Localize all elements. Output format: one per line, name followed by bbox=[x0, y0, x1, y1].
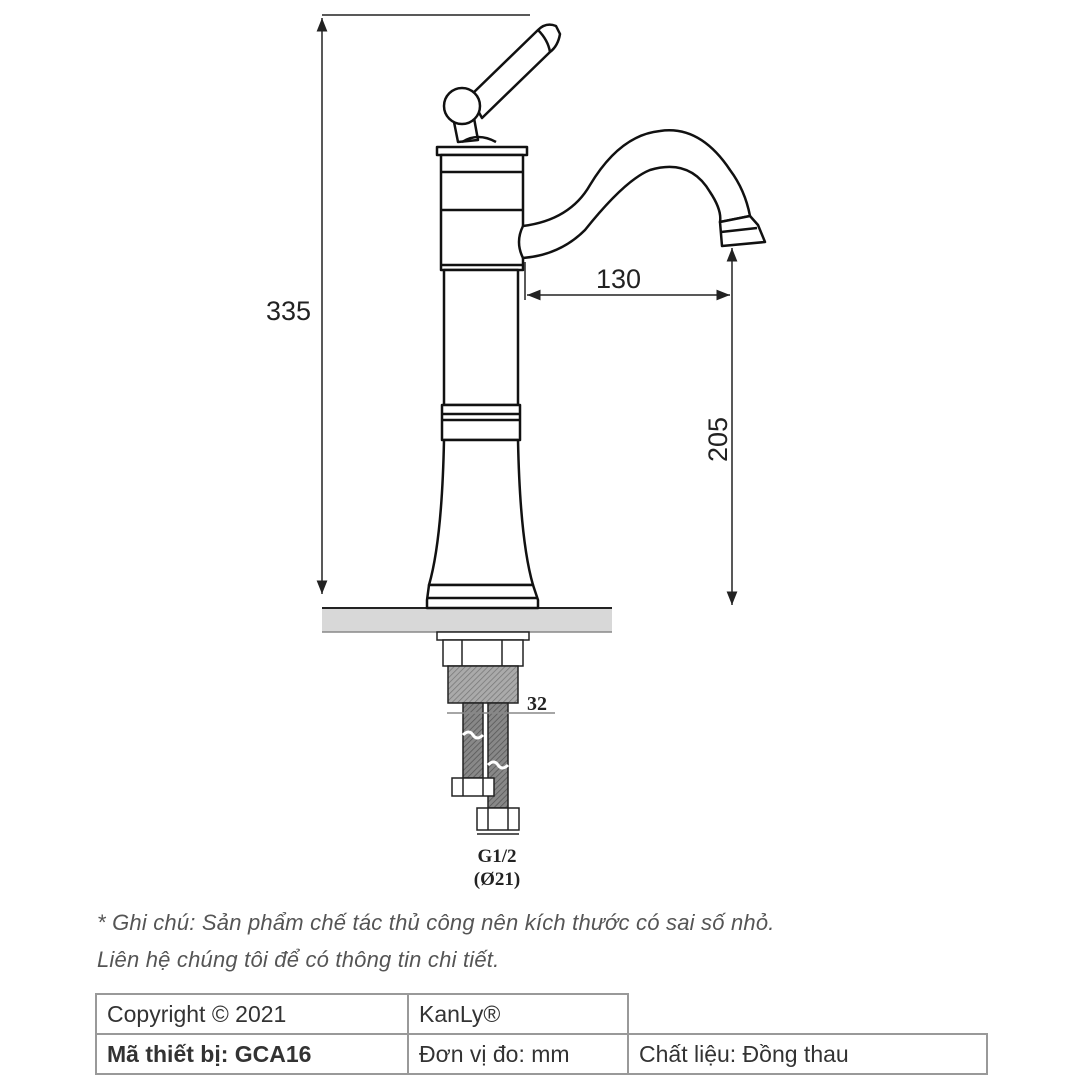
note-line-2: Liên hệ chúng tôi để có thông tin chi ti… bbox=[97, 947, 500, 972]
faucet-body bbox=[425, 23, 767, 610]
countertop bbox=[322, 607, 612, 633]
thread-size-label: G1/2 bbox=[477, 846, 516, 867]
dimension-335-label: 335 bbox=[266, 296, 311, 326]
brand-cell: KanLy® bbox=[407, 993, 629, 1035]
thread-diameter-label: (Ø21) bbox=[474, 869, 520, 890]
faucet-technical-drawing: 335 130 bbox=[266, 14, 767, 890]
dimension-32-label: 32 bbox=[527, 693, 547, 715]
copyright-cell: Copyright © 2021 bbox=[95, 993, 409, 1035]
mounting-hardware bbox=[436, 631, 555, 835]
table-row: Copyright © 2021 KanLy® bbox=[95, 993, 987, 1035]
model-cell: Mã thiết bị: GCA16 bbox=[95, 1033, 409, 1075]
info-table: Copyright © 2021 KanLy® Mã thiết bị: GCA… bbox=[95, 993, 988, 1075]
dimension-205-label: 205 bbox=[703, 417, 733, 462]
material-cell: Chất liệu: Đồng thau bbox=[627, 1033, 988, 1075]
unit-cell: Đơn vị đo: mm bbox=[407, 1033, 629, 1075]
dimension-total-height bbox=[316, 14, 530, 594]
empty-cell bbox=[627, 994, 987, 1035]
dimension-130-label: 130 bbox=[596, 264, 641, 294]
note-line-1: * Ghi chú: Sản phẩm chế tác thủ công nên… bbox=[97, 910, 775, 935]
table-row: Mã thiết bị: GCA16 Đơn vị đo: mm Chất li… bbox=[95, 1033, 988, 1075]
dimension-spout-reach bbox=[524, 262, 730, 301]
